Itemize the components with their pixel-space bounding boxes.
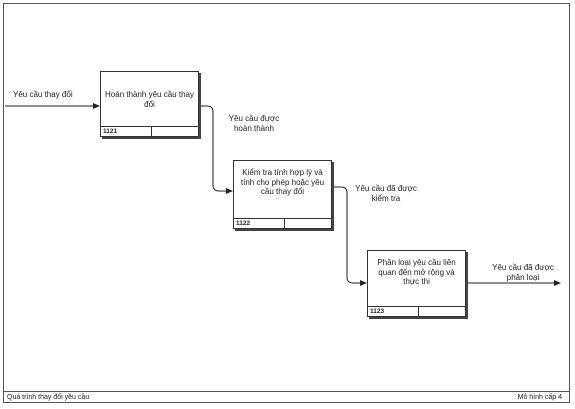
process-box-1123: Phân loại yêu cầu liên quan đến mở rộng … bbox=[367, 250, 466, 317]
footer-divider bbox=[418, 307, 419, 316]
process-footer-1121: 1121 bbox=[101, 126, 198, 136]
connector-1121-1122 bbox=[199, 105, 233, 194]
process-title-1121: Hoàn thành yêu cầu thay đổi bbox=[105, 90, 194, 109]
diagram-frame bbox=[3, 3, 570, 403]
process-title-1122: Kiểm tra tính hợp lý và tính cho phép ho… bbox=[240, 168, 325, 196]
footer-divider bbox=[284, 219, 285, 228]
output-label-1123: Yêu cầu đã được phân loại bbox=[492, 263, 554, 282]
footer-divider bbox=[151, 127, 152, 136]
process-footer-1123: 1123 bbox=[368, 306, 465, 316]
footer-level: Mô hình cấp 4 bbox=[517, 394, 562, 401]
input-label: Yêu cầu thay đổi bbox=[13, 90, 73, 99]
process-box-1121: Hoàn thành yêu cầu thay đổi 1121 bbox=[100, 71, 199, 137]
output-label-1121: Yêu cầu được hoàn thành bbox=[228, 114, 280, 133]
connector-1122-1123 bbox=[332, 186, 367, 286]
process-box-1122: Kiểm tra tính hợp lý và tính cho phép ho… bbox=[233, 160, 332, 229]
footer-title: Quá trình thay đổi yêu cầu bbox=[7, 394, 90, 401]
output-label-1122: Yêu cầu đã được kiểm tra bbox=[355, 184, 417, 203]
process-title-1123: Phân loại yêu cầu liên quan đến mở rộng … bbox=[377, 258, 456, 286]
process-id-1121: 1121 bbox=[103, 128, 118, 135]
process-id-1122: 1122 bbox=[236, 220, 251, 227]
process-id-1123: 1123 bbox=[370, 308, 385, 315]
diagram-footer: Quá trình thay đổi yêu cầu Mô hình cấp 4 bbox=[3, 391, 570, 403]
process-footer-1122: 1122 bbox=[234, 218, 331, 228]
